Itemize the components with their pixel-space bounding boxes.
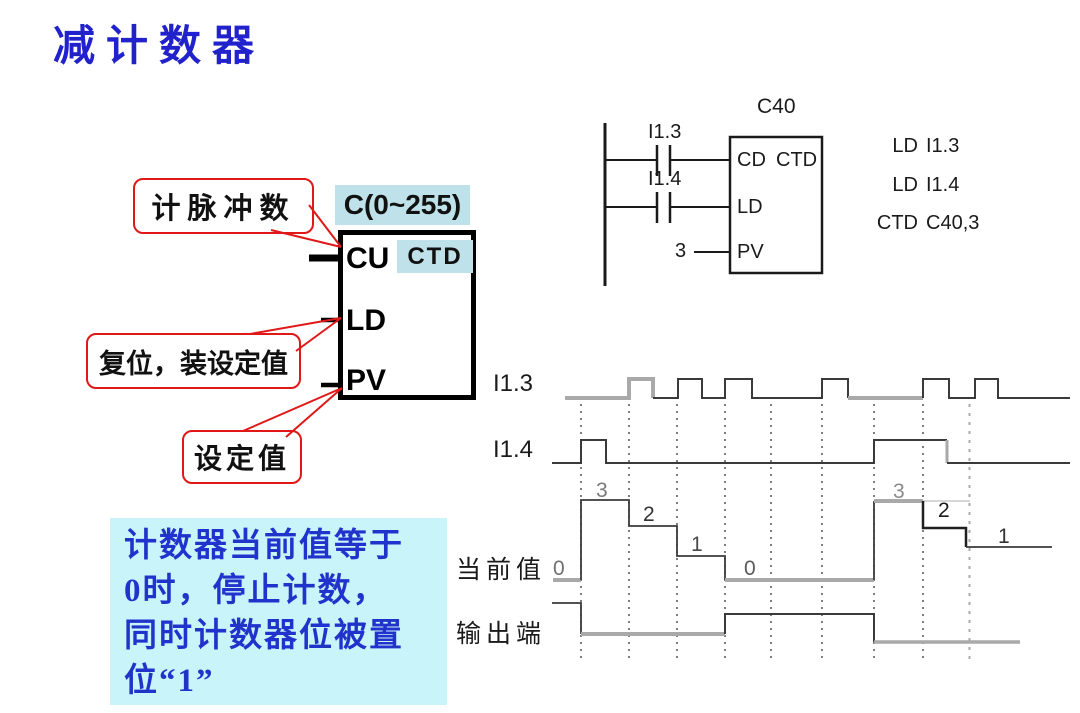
- count-value-label: 3: [893, 480, 905, 503]
- timing-sig1-label: I1.3: [493, 370, 534, 397]
- counter-input-stubs: [309, 254, 338, 388]
- callout-pulse-count-label: 计脉冲数: [151, 193, 296, 225]
- ladder-diagram: [603, 123, 824, 286]
- pv-pin-label: PV: [346, 364, 387, 397]
- callout-tails: [242, 204, 343, 438]
- ladder-cd-label: CD: [737, 149, 766, 171]
- count-value-label: 2: [938, 499, 950, 522]
- note-line-1: 计数器当前值等于: [124, 528, 404, 564]
- stl-row-1: LD I1.3: [874, 135, 959, 158]
- timing-diagram: [552, 377, 1070, 665]
- count-value-label: 2: [643, 503, 655, 526]
- waveform-i13-pulses-dark-1: [653, 378, 849, 399]
- ladder-pv-value: 3: [675, 240, 687, 262]
- stl-operand-3: C40,3: [926, 212, 980, 234]
- ladder-ld-label: LD: [737, 196, 763, 218]
- note-line-4: 位“1”: [124, 663, 215, 699]
- timing-current-label: 当前值: [456, 557, 547, 584]
- stl-op-2: LD: [892, 174, 918, 196]
- ladder-type-label: CTD: [776, 149, 818, 171]
- waveform-i14-dark-1: [552, 439, 947, 464]
- cu-pin-label: CU: [346, 242, 390, 275]
- stl-op-3: CTD: [876, 212, 918, 234]
- timing-sig2-label: I1.4: [493, 436, 534, 463]
- note-line-2: 0时，停止计数，: [124, 573, 388, 609]
- callout-preset-value-label: 设定值: [193, 444, 290, 475]
- counter-range-label: C(0~255): [343, 189, 462, 220]
- counter-block: [338, 230, 476, 400]
- counter-type-badge: CTD: [397, 240, 473, 273]
- stl-operand-1: I1.3: [926, 135, 960, 157]
- counter-type-label: CTD: [407, 242, 463, 270]
- ladder-pv-label: PV: [737, 241, 764, 263]
- stl-row-3: CTD C40,3: [874, 212, 979, 235]
- count-value-label: 0: [553, 557, 565, 580]
- callout-reset-load-label: 复位，装设定值: [99, 348, 288, 379]
- note-box: 计数器当前值等于 0时，停止计数， 同时计数器位被置 位“1”: [110, 518, 447, 705]
- ld-pin-label: LD: [346, 304, 386, 337]
- callout-reset-load: 复位，装设定值: [86, 333, 301, 389]
- callout-pulse-count: 计脉冲数: [133, 178, 314, 234]
- waveform-out-high-dark-1: [552, 602, 582, 634]
- callout-preset-value: 设定值: [182, 430, 302, 484]
- count-value-label: 0: [744, 557, 756, 580]
- waveform-out-high-dark-2: [724, 613, 875, 642]
- waveform-i13-pulses-dark-2: [922, 378, 1070, 399]
- stl-op-1: LD: [892, 135, 918, 157]
- waveform-i13-baseline-pulse1-gray: [565, 377, 655, 400]
- timing-output-label: 输出端: [456, 621, 547, 648]
- counter-range-badge: C(0~255): [335, 185, 470, 225]
- stl-row-2: LD I1.4: [874, 174, 959, 197]
- ladder-contact1-label: I1.3: [648, 121, 682, 143]
- ladder-counter-name: C40: [757, 95, 796, 118]
- count-value-label: 1: [691, 533, 703, 556]
- note-line-3: 同时计数器位被置: [124, 618, 404, 654]
- page-title: 减计数器: [53, 24, 266, 70]
- ladder-contact2-label: I1.4: [648, 168, 682, 190]
- count-value-label: 3: [596, 479, 608, 502]
- count-value-label: 1: [998, 525, 1010, 548]
- stl-operand-2: I1.4: [926, 174, 960, 196]
